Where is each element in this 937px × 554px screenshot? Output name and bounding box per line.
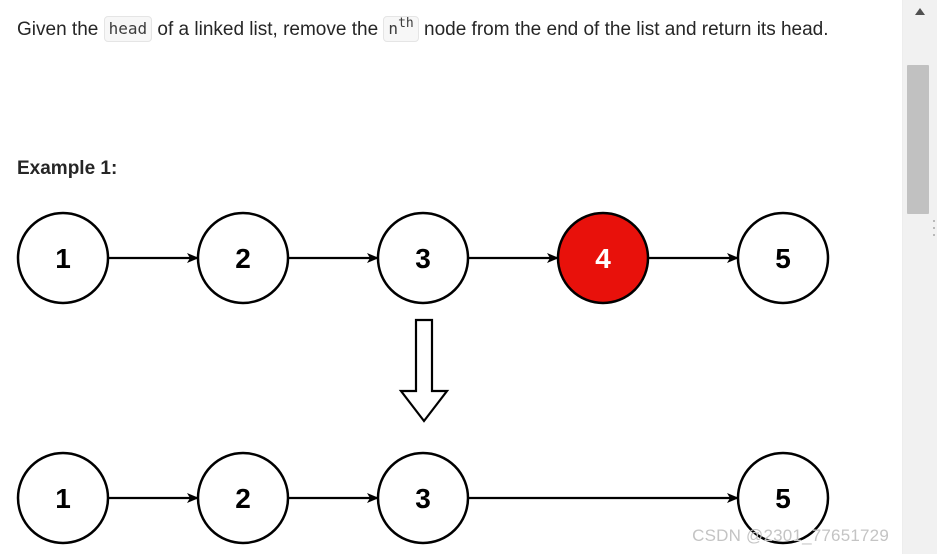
linked-list-diagram: 1 2 3 4 5 bbox=[0, 205, 860, 554]
diagram-svg: 1 2 3 4 5 bbox=[16, 211, 830, 545]
top-node-4-label: 4 bbox=[595, 243, 611, 274]
bottom-node-1-label: 1 bbox=[55, 483, 71, 514]
top-node-2-label: 2 bbox=[235, 243, 251, 274]
bottom-node-5-label: 5 bbox=[775, 483, 791, 514]
bottom-node-3: 3 bbox=[376, 451, 470, 545]
bottom-node-1: 1 bbox=[16, 451, 110, 545]
desc-text-3: node from the end of the list and return… bbox=[418, 19, 829, 40]
scroll-thumb[interactable] bbox=[907, 65, 929, 214]
top-node-1-label: 1 bbox=[55, 243, 71, 274]
top-node-5-label: 5 bbox=[775, 243, 791, 274]
resize-grip-icon[interactable] bbox=[933, 220, 936, 242]
top-node-4-removed: 4 bbox=[556, 211, 650, 305]
example-title: Example 1: bbox=[17, 158, 118, 179]
desc-text-2: of a linked list, remove the bbox=[152, 19, 384, 40]
top-node-5: 5 bbox=[736, 211, 830, 305]
top-node-3-label: 3 bbox=[415, 243, 431, 274]
top-node-2: 2 bbox=[196, 211, 290, 305]
code-head: head bbox=[103, 16, 153, 42]
code-n: n bbox=[388, 19, 399, 38]
code-nth: nth bbox=[383, 16, 419, 42]
desc-text-1: Given the bbox=[17, 19, 104, 40]
removed-node-circle bbox=[556, 211, 650, 305]
bottom-node-2-label: 2 bbox=[235, 483, 251, 514]
triangle-up-icon bbox=[915, 7, 925, 15]
top-node-1: 1 bbox=[16, 211, 110, 305]
vertical-scrollbar[interactable] bbox=[902, 0, 937, 554]
csdn-watermark: CSDN @2301_77651729 bbox=[692, 526, 889, 545]
bottom-node-3-label: 3 bbox=[415, 483, 431, 514]
bottom-node-2: 2 bbox=[196, 451, 290, 545]
top-node-3: 3 bbox=[376, 211, 470, 305]
problem-description: Given the head of a linked list, remove … bbox=[17, 14, 887, 45]
bottom-node-5: 5 bbox=[736, 451, 830, 545]
hollow-down-arrow-icon bbox=[398, 318, 450, 423]
problem-content: Given the head of a linked list, remove … bbox=[0, 14, 889, 554]
scroll-up-button[interactable] bbox=[903, 0, 937, 22]
code-th: th bbox=[398, 16, 414, 31]
